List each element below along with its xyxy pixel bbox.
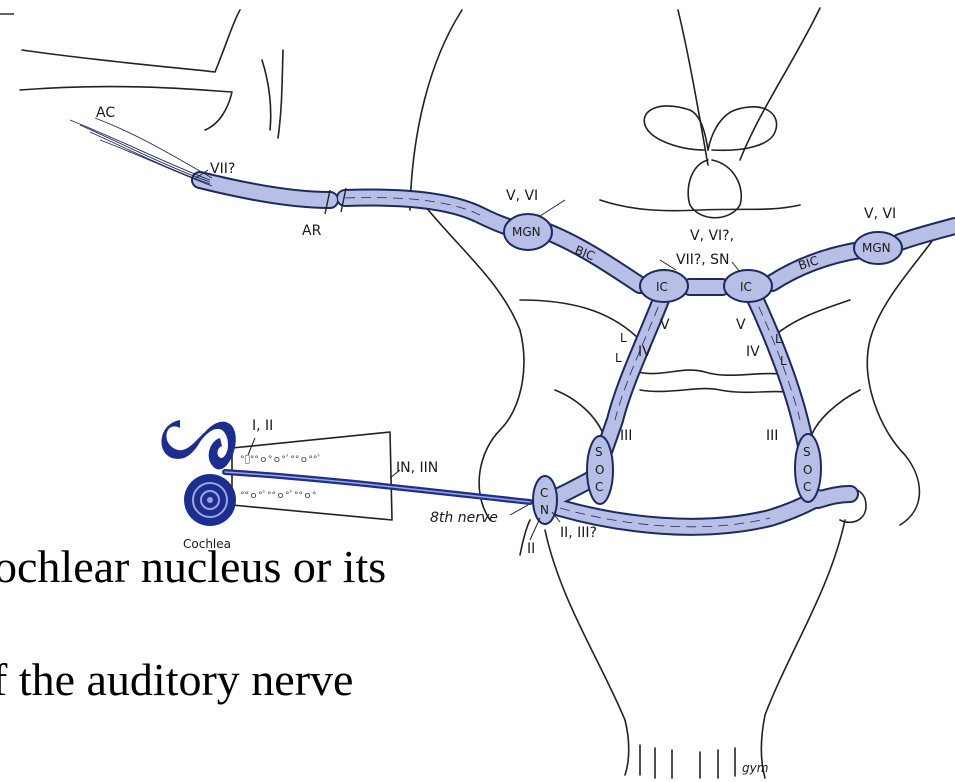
slide-text: ochlear nucleus or its f the auditory ne… bbox=[0, 541, 386, 705]
svg-text:°ﾟ°°ｏ°ｏ°ﾟ°°ｏ°°ﾟ: °ﾟ°°ｏ°ｏ°ﾟ°°ｏ°°ﾟ bbox=[240, 454, 322, 465]
ic-left-label: IC bbox=[656, 280, 668, 294]
label-ac: AC bbox=[96, 105, 115, 121]
label-v-vi-left: V, VI bbox=[506, 188, 538, 204]
cn-1: C bbox=[540, 486, 548, 500]
ll-right-2: L bbox=[780, 354, 787, 368]
label-ii-iii-q: II, III? bbox=[560, 525, 597, 541]
soc-right-3: C bbox=[803, 480, 811, 494]
label-in-iin: IN, IIN bbox=[396, 460, 438, 476]
slide-text-line-2: f the auditory nerve bbox=[0, 654, 353, 705]
label-iv-left: IV bbox=[638, 344, 652, 360]
label-iii-right: III bbox=[766, 428, 778, 444]
cortex-outline bbox=[20, 10, 283, 138]
label-vii-q: VII? bbox=[210, 161, 235, 177]
ll-left-2: L bbox=[615, 351, 622, 365]
soc-left-1: S bbox=[595, 445, 603, 459]
mgn-left-label: MGN bbox=[512, 225, 541, 239]
label-i-ii: I, II bbox=[252, 418, 273, 434]
auditory-tract bbox=[70, 118, 955, 527]
ll-left-1: L bbox=[620, 331, 627, 345]
soc-left-2: O bbox=[595, 463, 604, 477]
slide-text-line-1: ochlear nucleus or its bbox=[0, 541, 386, 592]
label-ar: AR bbox=[302, 223, 322, 239]
ic-right-label: IC bbox=[740, 280, 752, 294]
brainstem-outline bbox=[410, 8, 940, 778]
cn-2: N bbox=[540, 503, 549, 517]
label-center-top: V, VI?, bbox=[690, 228, 734, 244]
label-ii: II bbox=[527, 541, 535, 557]
label-v-right: V bbox=[736, 317, 746, 333]
label-v-vi-right: V, VI bbox=[864, 206, 896, 222]
artist-signature: gym bbox=[742, 761, 768, 775]
leader-lines bbox=[196, 170, 740, 540]
label-v-left: V bbox=[660, 317, 670, 333]
ll-right-1: L bbox=[775, 332, 782, 346]
label-iii-left: III bbox=[620, 428, 632, 444]
soc-right-1: S bbox=[803, 445, 811, 459]
mgn-right-label: MGN bbox=[862, 241, 891, 255]
label-center-bottom: VII?, SN bbox=[676, 252, 730, 268]
label-iv-right: IV bbox=[746, 344, 760, 360]
soc-right-2: O bbox=[803, 463, 812, 477]
label-8th-nerve: 8th nerve bbox=[430, 510, 498, 526]
svg-text:°°ｏ°ﾟ°°ｏ°ﾟ°°ｏ°: °°ｏ°ﾟ°°ｏ°ﾟ°°ｏ° bbox=[240, 490, 317, 501]
soc-left-3: C bbox=[595, 480, 603, 494]
